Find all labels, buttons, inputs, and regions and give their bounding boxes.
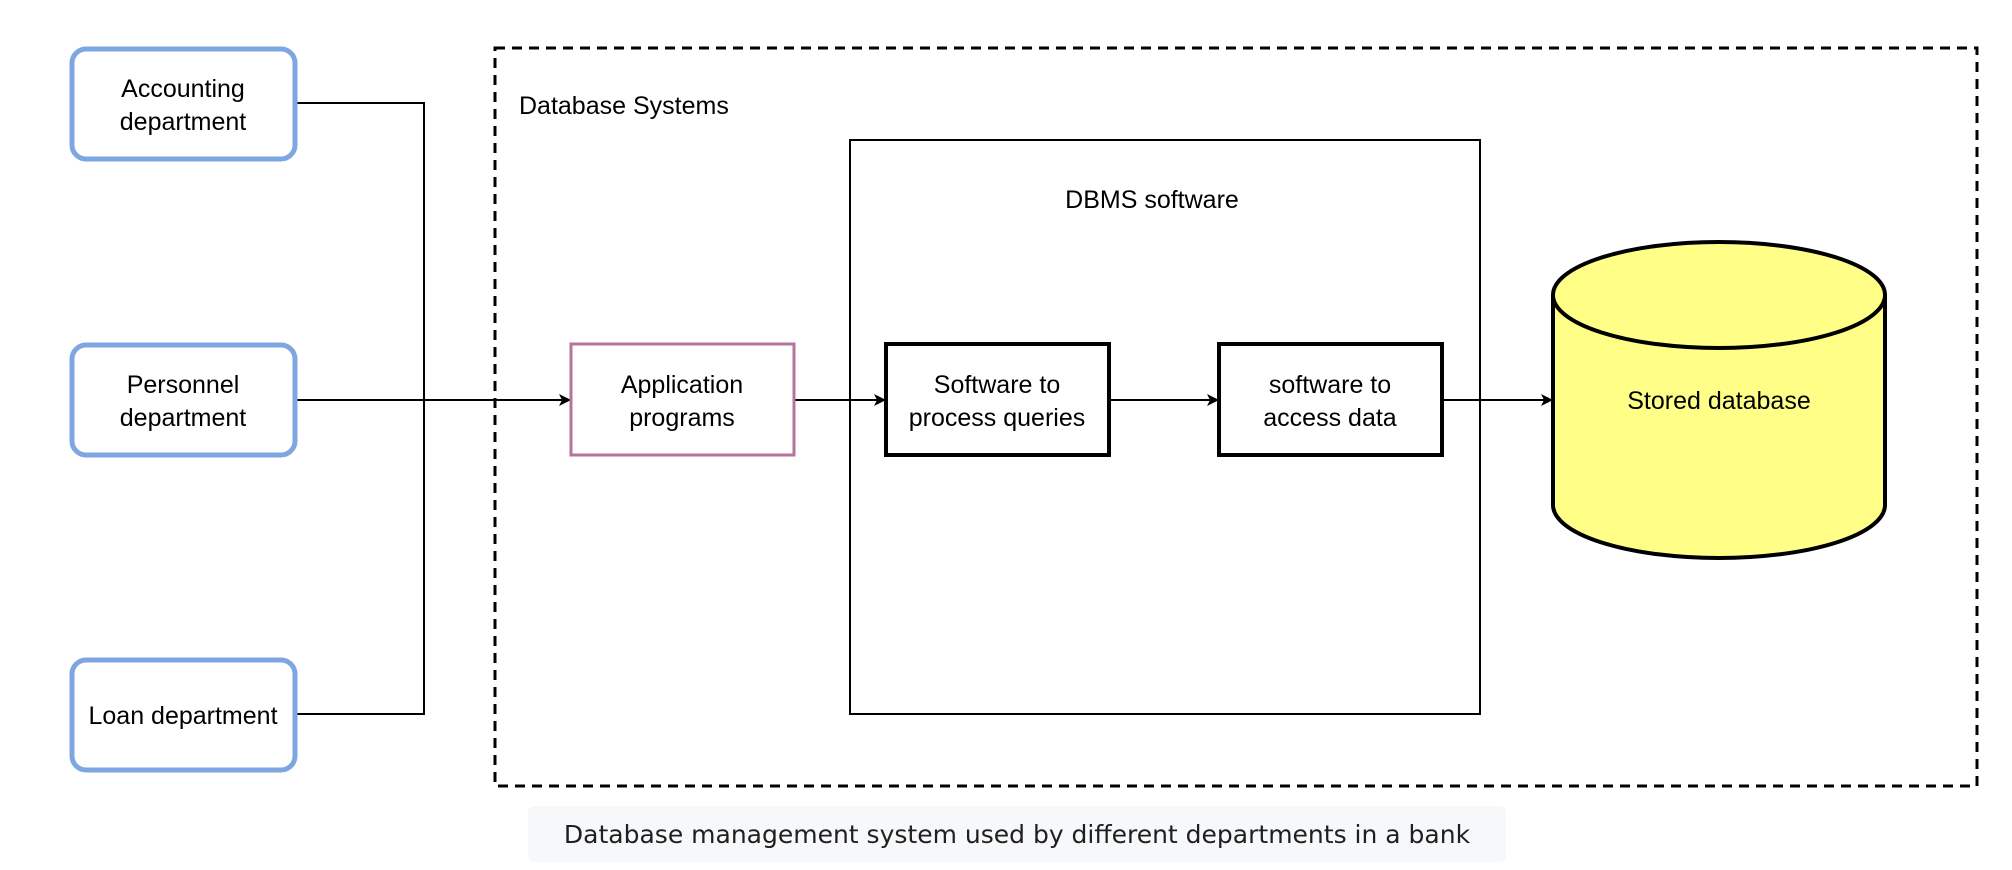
loan-department-node[interactable]: Loan department [69, 657, 298, 773]
application-programs-label-line-1: Application [621, 371, 743, 399]
diagram-caption-text: Database management system used by diffe… [563, 819, 1471, 849]
accounting-department-node[interactable]: Accounting department [69, 46, 298, 162]
application-programs-label-line-2: programs [629, 404, 735, 432]
stored-database-cylinder[interactable]: Stored database [1551, 240, 1887, 560]
dbms-software-label: DBMS software [1065, 186, 1239, 214]
process-queries-node[interactable]: Software to process queries [884, 342, 1111, 457]
personnel-department-label-line-2: department [120, 404, 247, 432]
diagram-caption: Database management system used by diffe… [528, 806, 1506, 862]
database-systems-label: Database Systems [519, 92, 729, 120]
access-data-node[interactable]: software to access data [1217, 342, 1444, 457]
stored-database-label: Stored database [1627, 387, 1810, 415]
personnel-department-node[interactable]: Personnel department [69, 342, 298, 458]
access-data-label-line-2: access data [1263, 404, 1397, 432]
connector-loan [295, 400, 425, 715]
process-queries-label-line-2: process queries [909, 404, 1085, 432]
accounting-department-label-line-1: Accounting [121, 75, 245, 103]
loan-department-label: Loan department [88, 702, 277, 730]
application-programs-node[interactable]: Application programs [569, 342, 796, 457]
database-systems-boundary [493, 46, 1979, 788]
connector-accounting [295, 102, 425, 400]
stored-database-body [1551, 295, 1887, 560]
personnel-department-label-line-1: Personnel [127, 371, 240, 399]
process-queries-label-line-1: Software to [934, 371, 1060, 399]
stored-database-top [1551, 240, 1887, 350]
accounting-department-label-line-2: department [120, 108, 247, 136]
access-data-label-line-1: software to [1269, 371, 1391, 399]
